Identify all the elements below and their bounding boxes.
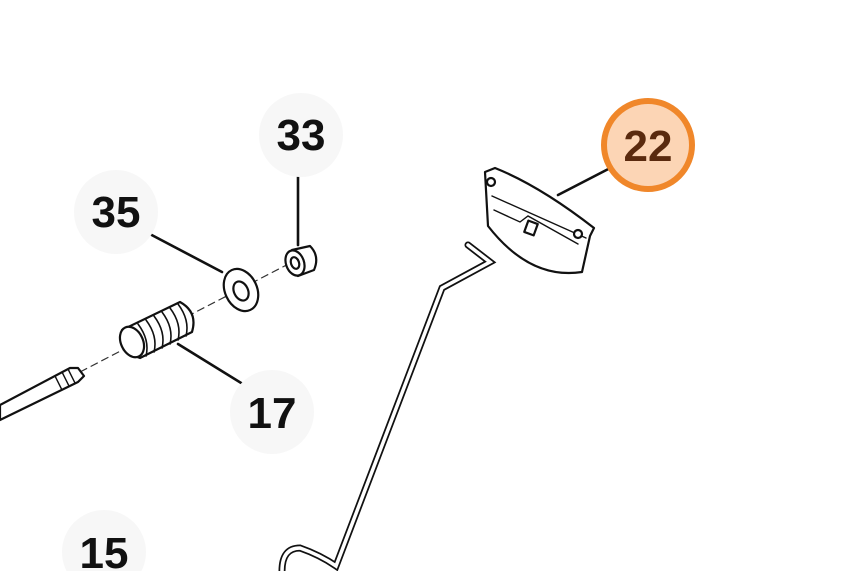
callout-33[interactable]: 33 — [259, 93, 343, 177]
leader-line-35 — [144, 230, 224, 274]
callout-35[interactable]: 35 — [74, 170, 158, 254]
callout-17[interactable]: 17 — [230, 370, 314, 454]
callout-number: 33 — [277, 111, 326, 160]
callout-number: 22 — [624, 122, 673, 171]
bushing-part[interactable] — [282, 244, 318, 278]
callout-22-selected[interactable]: 22 — [601, 98, 695, 192]
wire-rod-part[interactable] — [278, 241, 497, 571]
washer-part[interactable] — [217, 263, 265, 316]
callout-15[interactable]: 15 — [62, 510, 146, 571]
callout-number: 17 — [248, 389, 297, 438]
shaft-part[interactable] — [0, 366, 86, 422]
callout-number: 15 — [80, 529, 129, 571]
plate-part[interactable] — [483, 166, 596, 275]
leader-line-17 — [176, 342, 248, 388]
callout-number: 35 — [92, 188, 141, 237]
spring-part[interactable] — [115, 300, 195, 361]
